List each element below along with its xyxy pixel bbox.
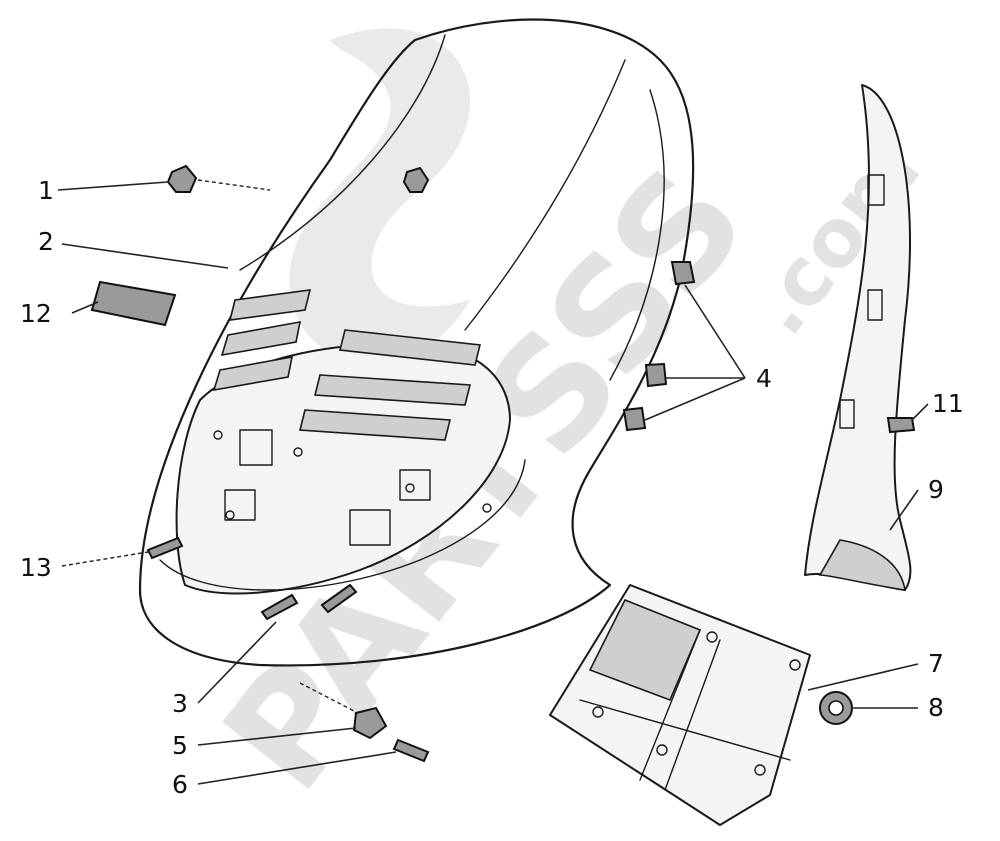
clip-part-4b bbox=[644, 362, 668, 388]
callout-7: 7 bbox=[928, 649, 944, 678]
front-shield-part bbox=[138, 18, 695, 667]
screw-part-3b bbox=[320, 583, 358, 614]
inner-brackets bbox=[213, 429, 492, 546]
label-part-12 bbox=[90, 280, 177, 327]
grille-bar bbox=[579, 699, 791, 761]
callout-6: 6 bbox=[172, 770, 188, 799]
vent-slats-left bbox=[212, 289, 312, 392]
callout-1: 1 bbox=[38, 176, 54, 205]
screw-part-3a bbox=[260, 593, 299, 621]
screw-part-11 bbox=[886, 417, 916, 434]
nut-part-5 bbox=[352, 706, 388, 740]
callout-8: 8 bbox=[928, 693, 944, 722]
shield-inner-rim bbox=[159, 459, 526, 591]
side-trim-part bbox=[804, 84, 912, 591]
grille-cover-outline bbox=[549, 584, 811, 826]
side-trim-bottom bbox=[818, 539, 906, 591]
shield-outline bbox=[138, 18, 695, 667]
callout-11: 11 bbox=[932, 389, 964, 418]
callout-4: 4 bbox=[756, 364, 772, 393]
vent-slats-right bbox=[298, 329, 481, 441]
callout-13: 13 bbox=[20, 553, 52, 582]
hardware-parts bbox=[90, 164, 916, 763]
screw-part-6 bbox=[392, 738, 430, 763]
grille-strut-b bbox=[664, 639, 721, 791]
callout-3: 3 bbox=[172, 689, 188, 718]
clip-part-4a bbox=[670, 261, 696, 286]
grille-cover-part bbox=[549, 584, 811, 826]
callout-12: 12 bbox=[20, 299, 52, 328]
shield-center-line bbox=[239, 34, 446, 271]
leader-lines bbox=[57, 179, 929, 785]
grille-strut-a bbox=[639, 629, 701, 781]
clip-part-4c bbox=[622, 406, 647, 432]
callout-9: 9 bbox=[928, 475, 944, 504]
screw-part-13 bbox=[146, 536, 184, 560]
shield-right-line bbox=[464, 59, 626, 331]
callout-labels: 1 2 3 4 5 6 7 8 9 11 12 13 bbox=[20, 176, 964, 799]
nut-part-1b bbox=[402, 166, 430, 193]
callout-2: 2 bbox=[38, 227, 54, 256]
shield-inner-edge bbox=[609, 89, 665, 381]
nut-part-1 bbox=[166, 164, 198, 193]
callout-5: 5 bbox=[172, 731, 188, 760]
grille-mesh bbox=[588, 598, 702, 702]
watermark-swirl-logo bbox=[289, 28, 471, 363]
